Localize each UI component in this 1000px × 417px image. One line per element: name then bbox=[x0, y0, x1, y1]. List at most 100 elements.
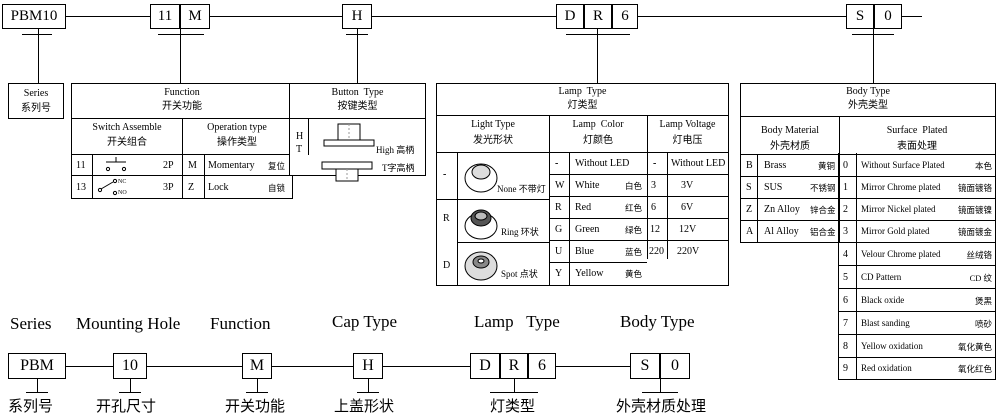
light-code-ring: R bbox=[443, 213, 450, 224]
code-box-body-1: S bbox=[846, 4, 874, 29]
divider bbox=[514, 379, 515, 393]
volt-code: 220 bbox=[649, 246, 664, 257]
bottom-box-body-1: S bbox=[630, 353, 660, 379]
underline-lamp bbox=[566, 34, 630, 35]
button-title-en: Button Type bbox=[331, 87, 384, 98]
color-en: Red bbox=[575, 202, 592, 213]
bottom-box-cap: H bbox=[353, 353, 383, 379]
surface-code: 9 bbox=[843, 363, 848, 374]
no-light-cap-icon bbox=[464, 163, 498, 193]
material-code: B bbox=[746, 160, 753, 171]
no-label: NO bbox=[118, 190, 127, 196]
code-box-lamp-1: D bbox=[556, 4, 584, 29]
function-row-op-cn: 自锁 bbox=[268, 183, 286, 193]
lamp-color-en: Lamp Color bbox=[572, 119, 624, 130]
material-cn: 铝合金 bbox=[810, 227, 836, 237]
surface-code: 5 bbox=[843, 272, 848, 283]
surface-code: 8 bbox=[843, 341, 848, 352]
surface-en: Blast sanding bbox=[861, 318, 910, 328]
code-button: H bbox=[351, 8, 363, 24]
material-cn: 锌合金 bbox=[810, 205, 836, 215]
volt-value: Without LED bbox=[671, 158, 726, 169]
divider bbox=[549, 174, 728, 175]
connector-function bbox=[180, 29, 181, 83]
bottom-cap-en: Cap Type bbox=[332, 312, 398, 331]
volt-value: 3V bbox=[681, 180, 694, 191]
light-label-none: None 不带灯 bbox=[497, 184, 546, 194]
bottom-box-lamp-3: 6 bbox=[528, 353, 556, 379]
divider bbox=[204, 154, 205, 176]
connector-lamp bbox=[597, 29, 598, 83]
divider bbox=[437, 115, 728, 116]
bottom-code-lamp-3: 6 bbox=[538, 357, 546, 374]
code-box-body-2: 0 bbox=[874, 4, 902, 29]
surface-code: 4 bbox=[843, 249, 848, 260]
surface-cn: 氧化红色 bbox=[957, 364, 992, 374]
divider bbox=[856, 153, 857, 379]
divider bbox=[257, 379, 258, 393]
code-function-1: 11 bbox=[157, 8, 173, 24]
divider bbox=[838, 357, 996, 358]
divider bbox=[741, 198, 995, 199]
color-cn: 蓝色 bbox=[625, 247, 643, 257]
light-type-en: Light Type bbox=[471, 119, 515, 130]
surface-en: Yellow oxidation bbox=[861, 341, 923, 351]
divider bbox=[838, 265, 996, 266]
bottom-code-mount: 10 bbox=[122, 357, 138, 374]
surface-code: 3 bbox=[843, 226, 848, 237]
connector-button bbox=[357, 29, 358, 83]
switch-assemble-en: Switch Assemble bbox=[92, 122, 162, 133]
lamp-table: Lamp Type 灯类型 Light Type 发光形状 Lamp Color… bbox=[436, 83, 729, 286]
bottom-func-en: Function bbox=[210, 314, 271, 333]
surface-code: 2 bbox=[843, 204, 848, 215]
color-cn: 白色 bbox=[625, 181, 643, 191]
divider bbox=[490, 392, 538, 393]
divider bbox=[741, 176, 995, 177]
function-row-op-code: M bbox=[188, 160, 197, 171]
underline-button bbox=[346, 34, 368, 35]
surface-plated-cn: 表面处理 bbox=[897, 141, 937, 152]
color-code: R bbox=[555, 202, 562, 213]
divider bbox=[182, 176, 183, 198]
divider bbox=[647, 115, 648, 259]
light-label-ring: Ring 环状 bbox=[501, 227, 539, 237]
surface-cn: 喷砂 bbox=[974, 319, 992, 329]
volt-code: 12 bbox=[650, 224, 660, 235]
body-title-cn: 外壳类型 bbox=[848, 100, 888, 111]
divider bbox=[741, 220, 995, 221]
divider bbox=[182, 118, 183, 176]
material-code: Z bbox=[746, 204, 753, 215]
divider bbox=[246, 392, 268, 393]
bottom-body-en: Body Type bbox=[620, 312, 695, 331]
bottom-code-series: PBM bbox=[20, 357, 54, 374]
function-table: Function 开关功能 Switch Assemble 开关组合 Opera… bbox=[71, 83, 293, 177]
color-en: Yellow bbox=[575, 268, 604, 279]
lamp-title-en: Lamp Type bbox=[558, 86, 607, 97]
surface-cn: CD 纹 bbox=[969, 273, 992, 283]
switch-symbol-3p-icon bbox=[97, 178, 118, 196]
function-row-op-en: Lock bbox=[208, 182, 229, 193]
divider bbox=[308, 118, 309, 175]
material-code: A bbox=[746, 226, 754, 237]
divider bbox=[667, 152, 668, 259]
series-label-en: Series bbox=[23, 88, 49, 99]
divider bbox=[37, 379, 38, 393]
bottom-box-body-2: 0 bbox=[660, 353, 690, 379]
code-lamp-1: D bbox=[564, 8, 576, 24]
top-code-line bbox=[66, 16, 922, 17]
color-en: Without LED bbox=[575, 158, 630, 169]
underline-series bbox=[22, 34, 52, 35]
surface-en: CD Pattern bbox=[861, 272, 902, 282]
surface-en: Mirror Nickel plated bbox=[861, 204, 936, 214]
connector-series bbox=[38, 29, 39, 83]
bottom-func-cn: 开关功能 bbox=[225, 399, 286, 415]
function-title-en: Function bbox=[164, 87, 200, 98]
volt-value: 12V bbox=[679, 224, 697, 235]
series-box: Series 系列号 bbox=[8, 83, 64, 119]
surface-cn: 镜面镀铬 bbox=[957, 183, 992, 193]
code-series: PBM10 bbox=[10, 8, 58, 24]
code-body-2: 0 bbox=[884, 8, 892, 24]
surface-plated-en: Surface Plated bbox=[886, 125, 948, 136]
surface-en: Velour Chrome plated bbox=[861, 249, 941, 259]
body-material-en: Body Material bbox=[760, 125, 820, 136]
